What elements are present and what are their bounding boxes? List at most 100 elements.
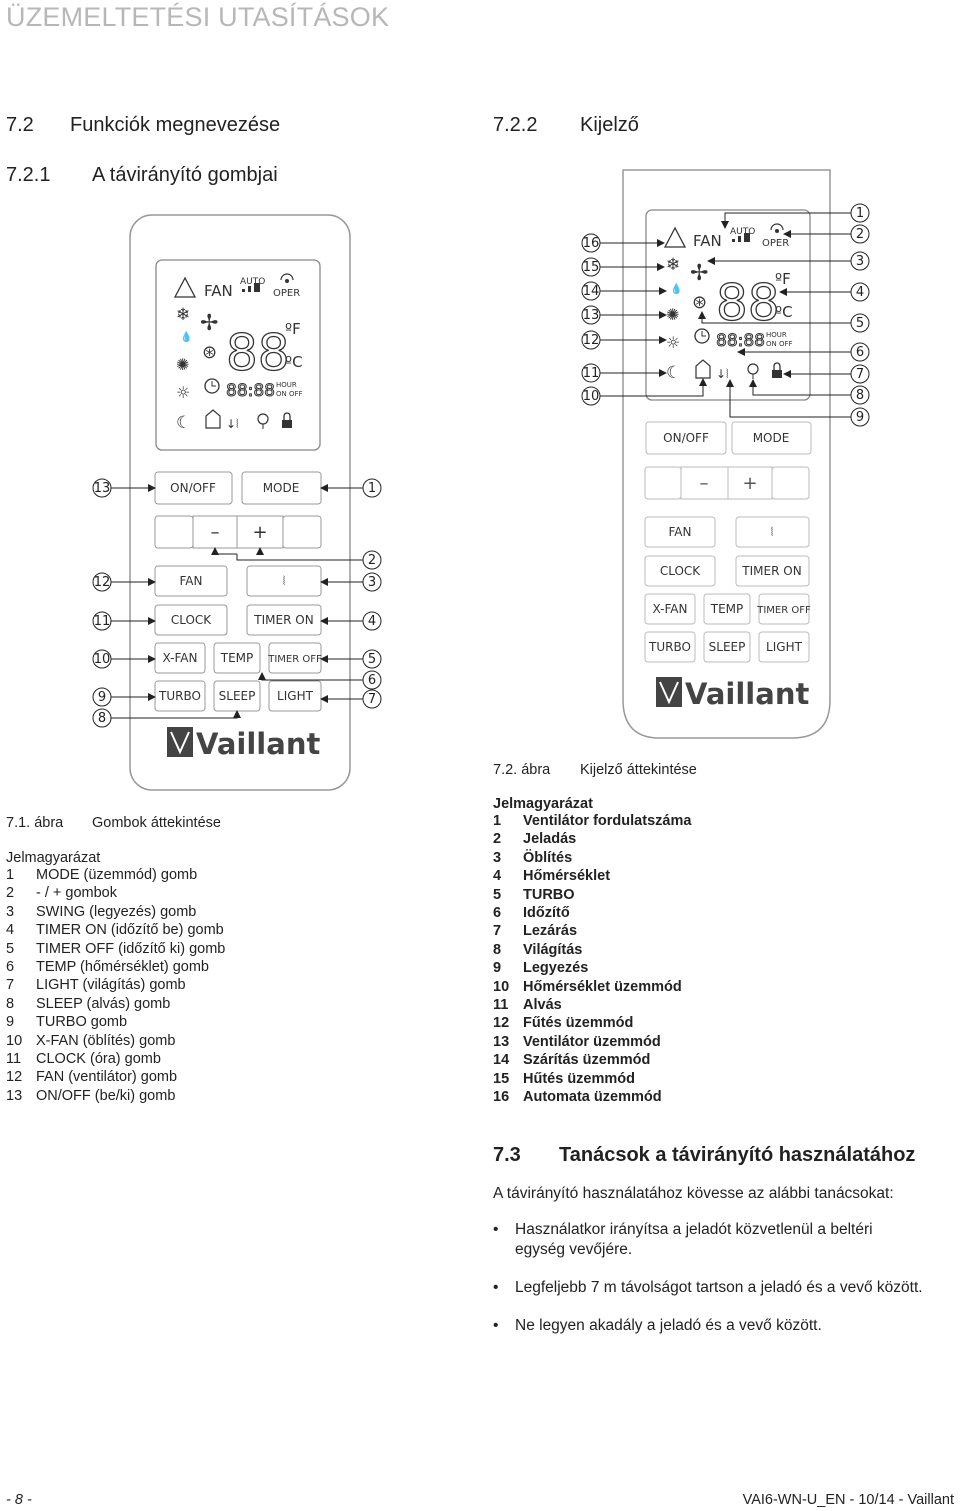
lcd2-fan-speed-icon (732, 233, 750, 242)
svg-text:3: 3 (856, 254, 864, 269)
svg-text:MODE: MODE (753, 431, 790, 445)
tip-item: •Ne legyen akadály a jeladó és a vevő kö… (493, 1316, 923, 1336)
fan-button-2[interactable]: FAN (644, 516, 716, 548)
swing-button[interactable]: ⦚ (246, 565, 322, 597)
lcd-deg-f: ºF (285, 320, 301, 338)
vaillant-logo-2: Vaillant (656, 677, 809, 711)
bullet-dot-icon: • (493, 1279, 499, 1296)
svg-text:5: 5 (856, 316, 864, 331)
lcd2-fan-text: FAN (693, 232, 722, 250)
legend-item-text: Jeladás (523, 831, 577, 848)
svg-text:TIMER ON: TIMER ON (741, 564, 801, 578)
svg-text:11: 11 (94, 614, 111, 629)
clock-button-2[interactable]: CLOCK (644, 555, 716, 587)
section-7-2-2-number: 7.2.2 (493, 114, 538, 136)
clock-button[interactable]: CLOCK (154, 604, 228, 636)
lcd2-time-digits: 88:88 (716, 331, 765, 351)
callouts-right: 1 2 3 4 5 6 7 (215, 478, 382, 709)
on-off-button[interactable]: ON/OFF (154, 471, 233, 505)
svg-text:ON/OFF: ON/OFF (663, 431, 709, 445)
turbo-button-2[interactable]: TURBO (644, 631, 696, 663)
svg-text:2: 2 (368, 553, 376, 568)
svg-text:12: 12 (583, 333, 600, 348)
temp-button-2[interactable]: TEMP (703, 593, 751, 625)
svg-text:FAN: FAN (180, 574, 203, 588)
lcd-heat-icon: ☼ (176, 383, 190, 402)
vaillant-logo: Vaillant (167, 727, 320, 761)
timer-off-button[interactable]: TIMER OFF (267, 642, 322, 674)
section-7-2-1-number: 7.2.1 (6, 164, 51, 186)
svg-text:⦚: ⦚ (771, 525, 774, 539)
sleep-button-2[interactable]: SLEEP (703, 631, 751, 663)
plus-button[interactable]: + (236, 515, 284, 549)
light-button-2[interactable]: LIGHT (758, 631, 810, 663)
light-button[interactable]: LIGHT (268, 680, 322, 712)
legend-item-text: Időzítő (523, 905, 570, 922)
legend-item-number: 1 (493, 813, 502, 829)
fig2-caption-text: Kijelző áttekintése (580, 762, 697, 778)
plus-button-2[interactable]: + (727, 466, 773, 500)
lcd-fan-icon: ✢ (200, 311, 218, 336)
swing-button-2[interactable]: ⦚ (735, 516, 810, 548)
legend-item-text: Alvás (523, 997, 562, 1014)
lcd2-swing-icon: ↓⦚ (716, 367, 729, 381)
lcd-oper-text: OPER (273, 288, 300, 299)
fig1-caption-number: 7.1. ábra (6, 815, 64, 831)
blank-right-button-2 (771, 466, 810, 500)
svg-text:X-FAN: X-FAN (653, 602, 688, 616)
legend-item-number: 15 (493, 1070, 510, 1087)
fig1-caption-text: Gombok áttekintése (92, 815, 221, 831)
lcd-dry-icon: 💧 (180, 330, 192, 343)
callouts-right-2: 1 2 3 4 5 6 7 8 9 (698, 203, 870, 427)
tip-text: Használatkor irányítsa a jeladót közvetl… (515, 1221, 873, 1258)
svg-text:16: 16 (583, 236, 600, 251)
lcd-signal-icon (280, 273, 294, 283)
timer-off-button-2[interactable]: TIMER OFF (756, 593, 811, 625)
svg-text:7: 7 (856, 367, 864, 382)
legend-item-number: 3 (6, 903, 15, 920)
fig2-legend-heading: Jelmagyarázat (493, 796, 593, 812)
lcd2-onoff-text: ON OFF (766, 340, 793, 348)
lcd-time-digits: 88:88 (226, 381, 275, 401)
lcd2-oper-text: OPER (762, 238, 789, 249)
lcd2-heat-icon: ☼ (666, 333, 680, 352)
minus-button[interactable]: – (192, 515, 238, 549)
legend-item-text: Hűtés üzemmód (523, 1070, 635, 1087)
mode-button-2[interactable]: MODE (731, 421, 812, 455)
timer-on-button-2[interactable]: TIMER ON (735, 555, 810, 587)
legend-item-text: FAN (ventilátor) gomb (36, 1069, 178, 1086)
section-7-3-title: Tanácsok a távirányító használatához (559, 1144, 916, 1166)
legend-item-number: 3 (493, 849, 502, 866)
legend-item-number: 16 (493, 1089, 510, 1106)
mode-button[interactable]: MODE (241, 471, 322, 505)
svg-text:ON/OFF: ON/OFF (170, 481, 216, 495)
xfan-button[interactable]: X-FAN (154, 642, 206, 674)
lcd-sleep-icon: ☾ (176, 413, 191, 433)
timer-on-button[interactable]: TIMER ON (246, 604, 322, 636)
svg-text:3: 3 (368, 575, 376, 590)
turbo-button[interactable]: TURBO (154, 680, 206, 712)
svg-text:TEMP: TEMP (220, 651, 254, 665)
lcd-screen (155, 259, 321, 451)
fan-button[interactable]: FAN (154, 565, 228, 597)
temp-button[interactable]: TEMP (213, 642, 261, 674)
legend-item-text: SWING (legyezés) gomb (36, 903, 197, 920)
xfan-button-2[interactable]: X-FAN (644, 593, 696, 625)
minus-button-2[interactable]: – (680, 466, 729, 500)
svg-text:FAN: FAN (669, 525, 692, 539)
tip-text: Legfeljebb 7 m távolságot tartson a jela… (515, 1279, 923, 1296)
sleep-button[interactable]: SLEEP (213, 680, 261, 712)
on-off-button-2[interactable]: ON/OFF (645, 421, 727, 455)
